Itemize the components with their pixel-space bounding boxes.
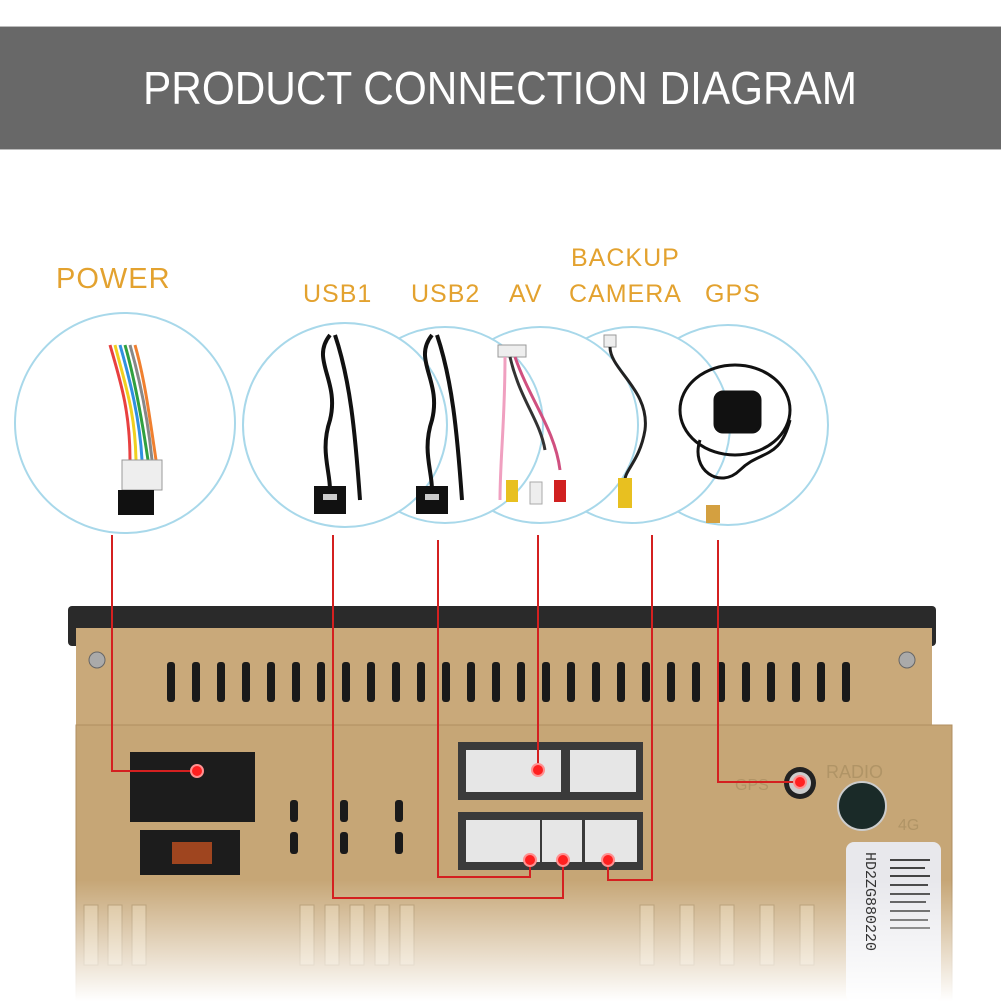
camera-line xyxy=(607,535,653,881)
label-usb1: USB1 xyxy=(303,280,373,308)
usb2-line xyxy=(437,540,531,878)
gps-port-label: GPS xyxy=(735,777,769,794)
usb1-circle xyxy=(242,322,448,528)
radio-port xyxy=(837,781,887,831)
gps-line xyxy=(717,540,800,783)
screw-icon xyxy=(88,651,106,669)
label-gps: GPS xyxy=(705,280,761,308)
usb-cable-icon xyxy=(314,333,362,514)
label-camera: CAMERA xyxy=(569,280,682,308)
rca-av-cable-icon xyxy=(497,344,566,505)
usb-cable-icon xyxy=(416,333,464,514)
page-title: PRODUCT CONNECTION DIAGRAM xyxy=(143,62,858,114)
camera-cable-icon xyxy=(603,334,647,508)
screw-icon xyxy=(898,651,916,669)
title-banner: PRODUCT CONNECTION DIAGRAM xyxy=(0,26,1001,150)
radio-port-label: RADIO xyxy=(826,762,883,782)
power-line xyxy=(111,535,197,772)
gps-antenna-icon xyxy=(678,363,792,523)
power-circle xyxy=(14,312,236,534)
label-usb2: USB2 xyxy=(411,280,481,308)
usb2-dot xyxy=(523,853,537,867)
camera-dot xyxy=(601,853,615,867)
power-dot xyxy=(190,764,204,778)
wiring-harness-icon xyxy=(108,344,163,515)
av-dot xyxy=(531,763,545,777)
connection-lines xyxy=(111,535,800,899)
label-power: POWER xyxy=(56,263,171,295)
usb1-line xyxy=(332,535,564,899)
4g-label: 4G xyxy=(898,817,919,834)
label-backup: BACKUP xyxy=(571,244,680,272)
usb1-dot xyxy=(556,853,570,867)
gps-dot xyxy=(793,775,807,789)
power-socket xyxy=(130,752,255,822)
serial-label: HD2ZG880220 xyxy=(861,852,878,951)
head-unit xyxy=(60,606,1001,1001)
label-av: AV xyxy=(509,280,543,308)
